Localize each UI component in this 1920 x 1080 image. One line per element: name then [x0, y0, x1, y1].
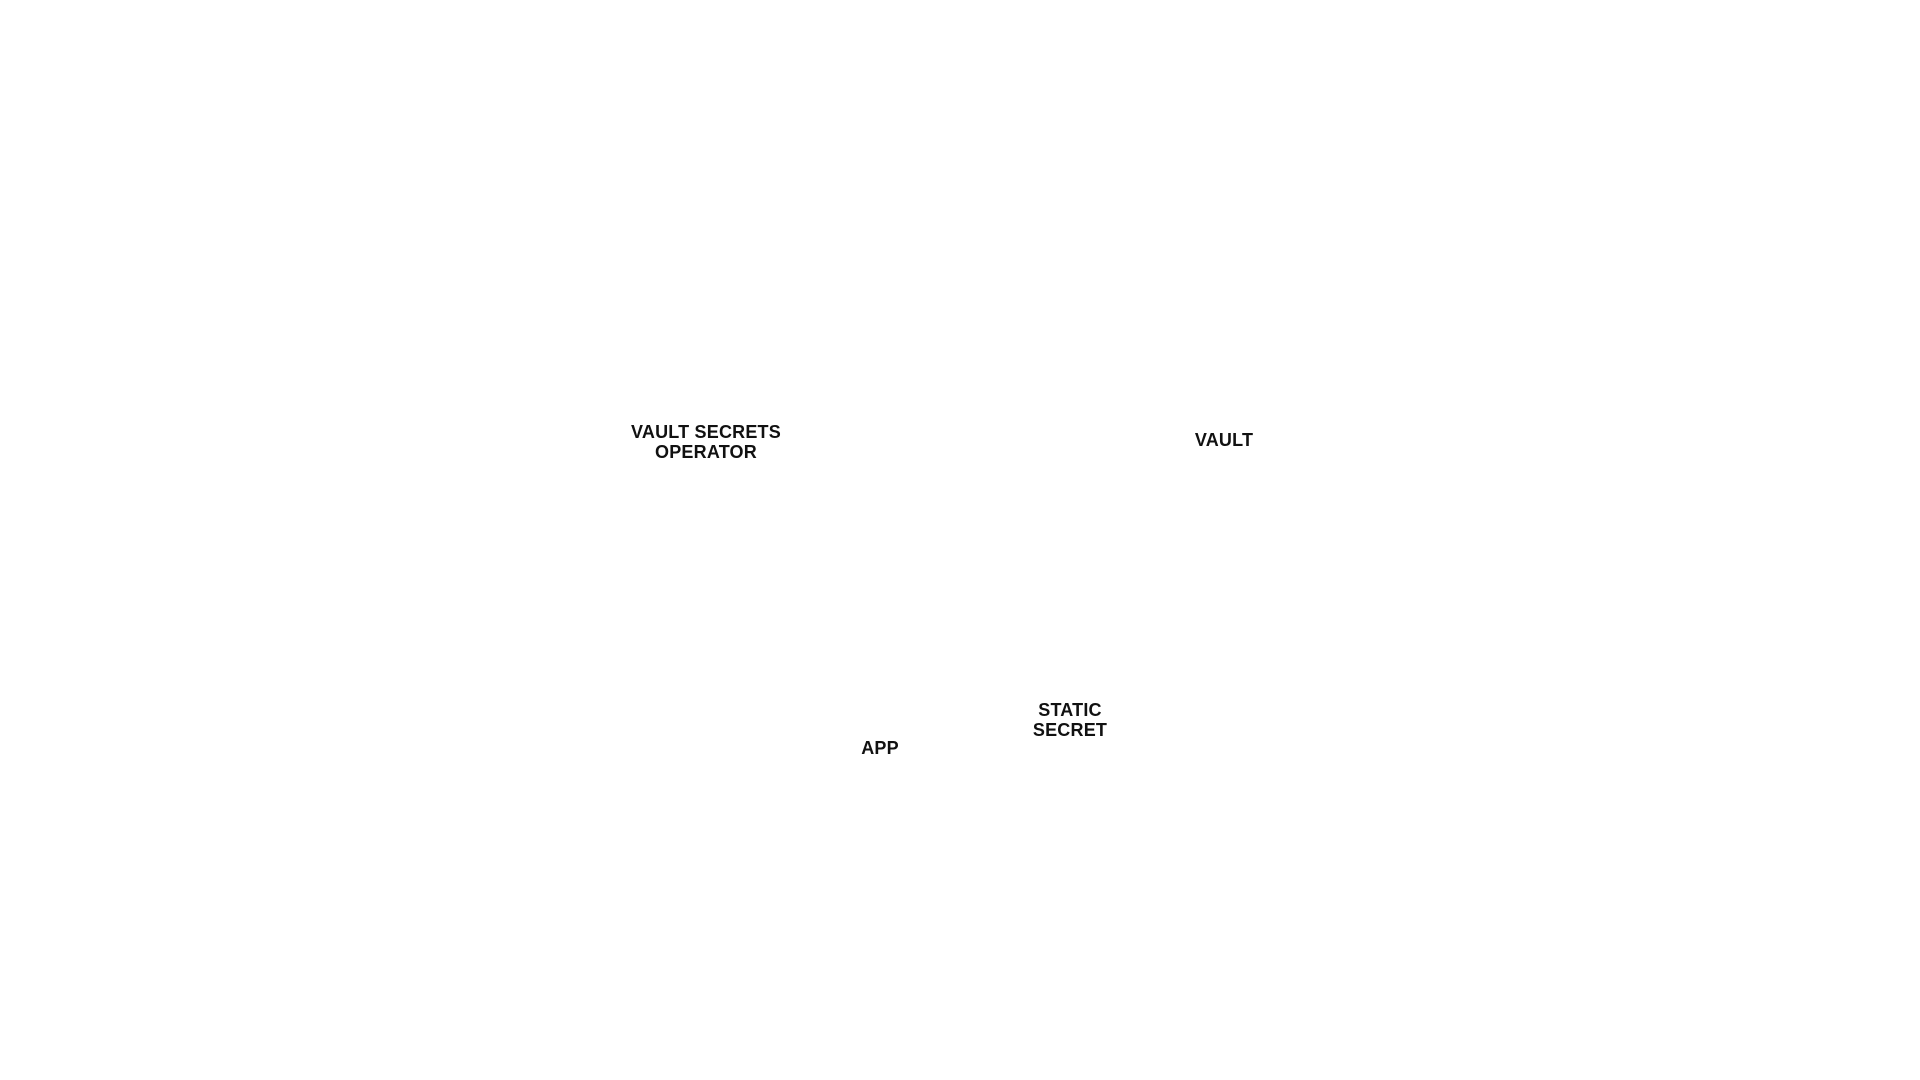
- app-label: APP: [820, 738, 940, 758]
- static-secret-label-line2: SECRET: [1032, 720, 1108, 740]
- app-label-text: APP: [861, 738, 899, 758]
- vault-secrets-operator-label: VAULT SECRETS OPERATOR: [606, 422, 806, 462]
- vault-secrets-operator-label-line1: VAULT SECRETS: [631, 422, 781, 442]
- vault-label-text: VAULT: [1194, 430, 1254, 450]
- vault-secrets-operator-label-line2: OPERATOR: [655, 442, 757, 462]
- static-secret-label-line1: STATIC: [1038, 700, 1102, 720]
- static-secret-label: STATIC SECRET: [1010, 700, 1130, 740]
- vault-label: VAULT: [1144, 430, 1304, 450]
